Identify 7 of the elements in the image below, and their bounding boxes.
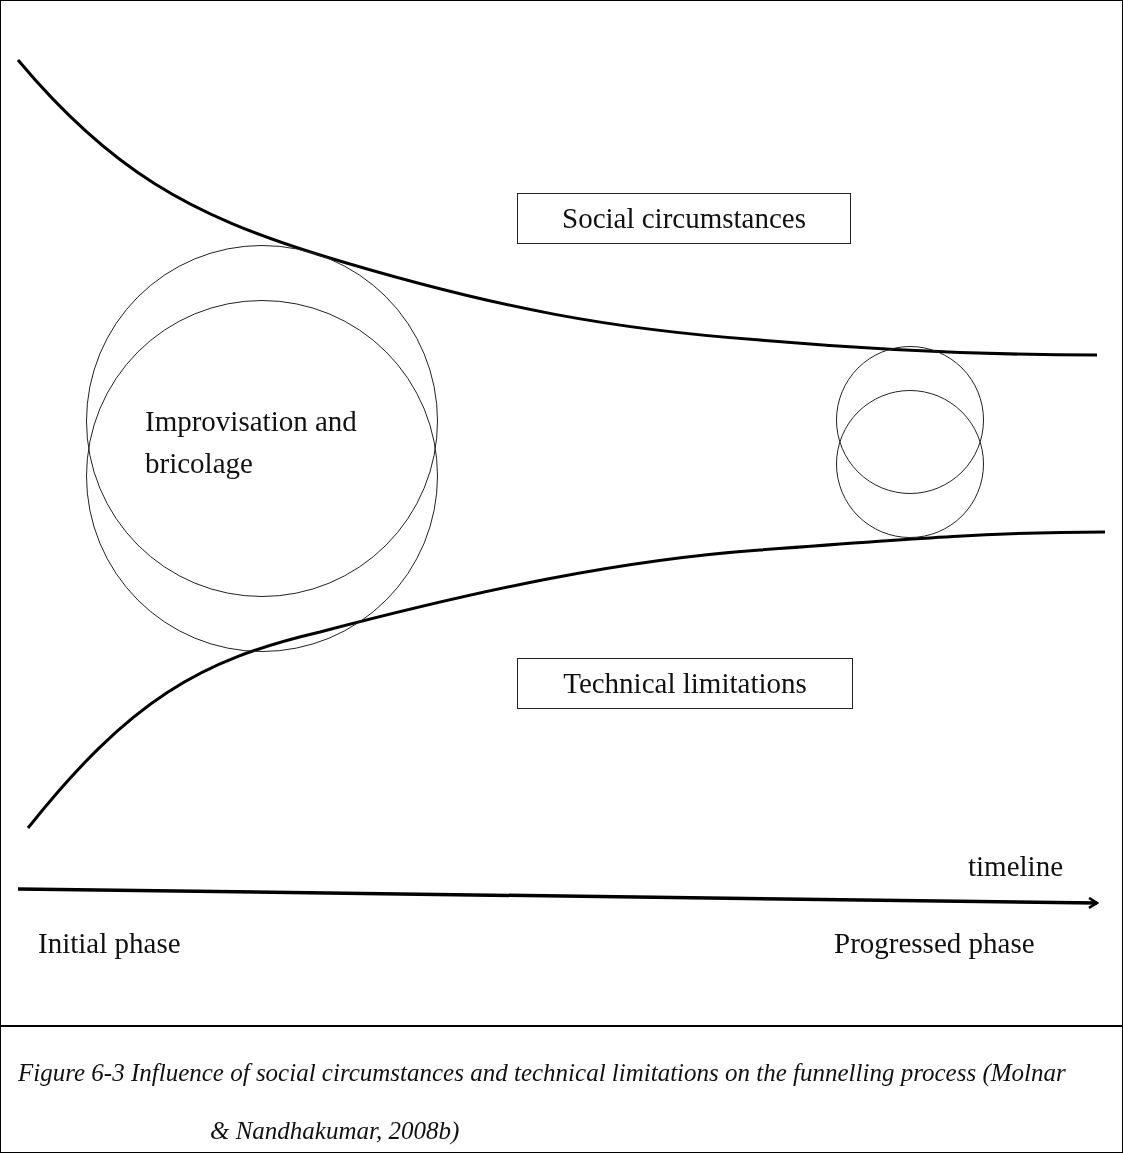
- circle-label: Improvisation and bricolage: [145, 404, 358, 481]
- label-box: Technical limitations: [517, 658, 853, 709]
- axis-label: timeline: [968, 850, 1064, 883]
- axis-label: Progressed phase: [834, 927, 1035, 960]
- figure-caption: Figure 6-3 Influence of social circumstances and technical limitations on the funnelling process (Molnar & Nandhakumar, 2008b): [18, 1058, 1067, 1146]
- label-box: Social circumstances: [517, 193, 851, 244]
- axis-label: Initial phase: [38, 927, 181, 960]
